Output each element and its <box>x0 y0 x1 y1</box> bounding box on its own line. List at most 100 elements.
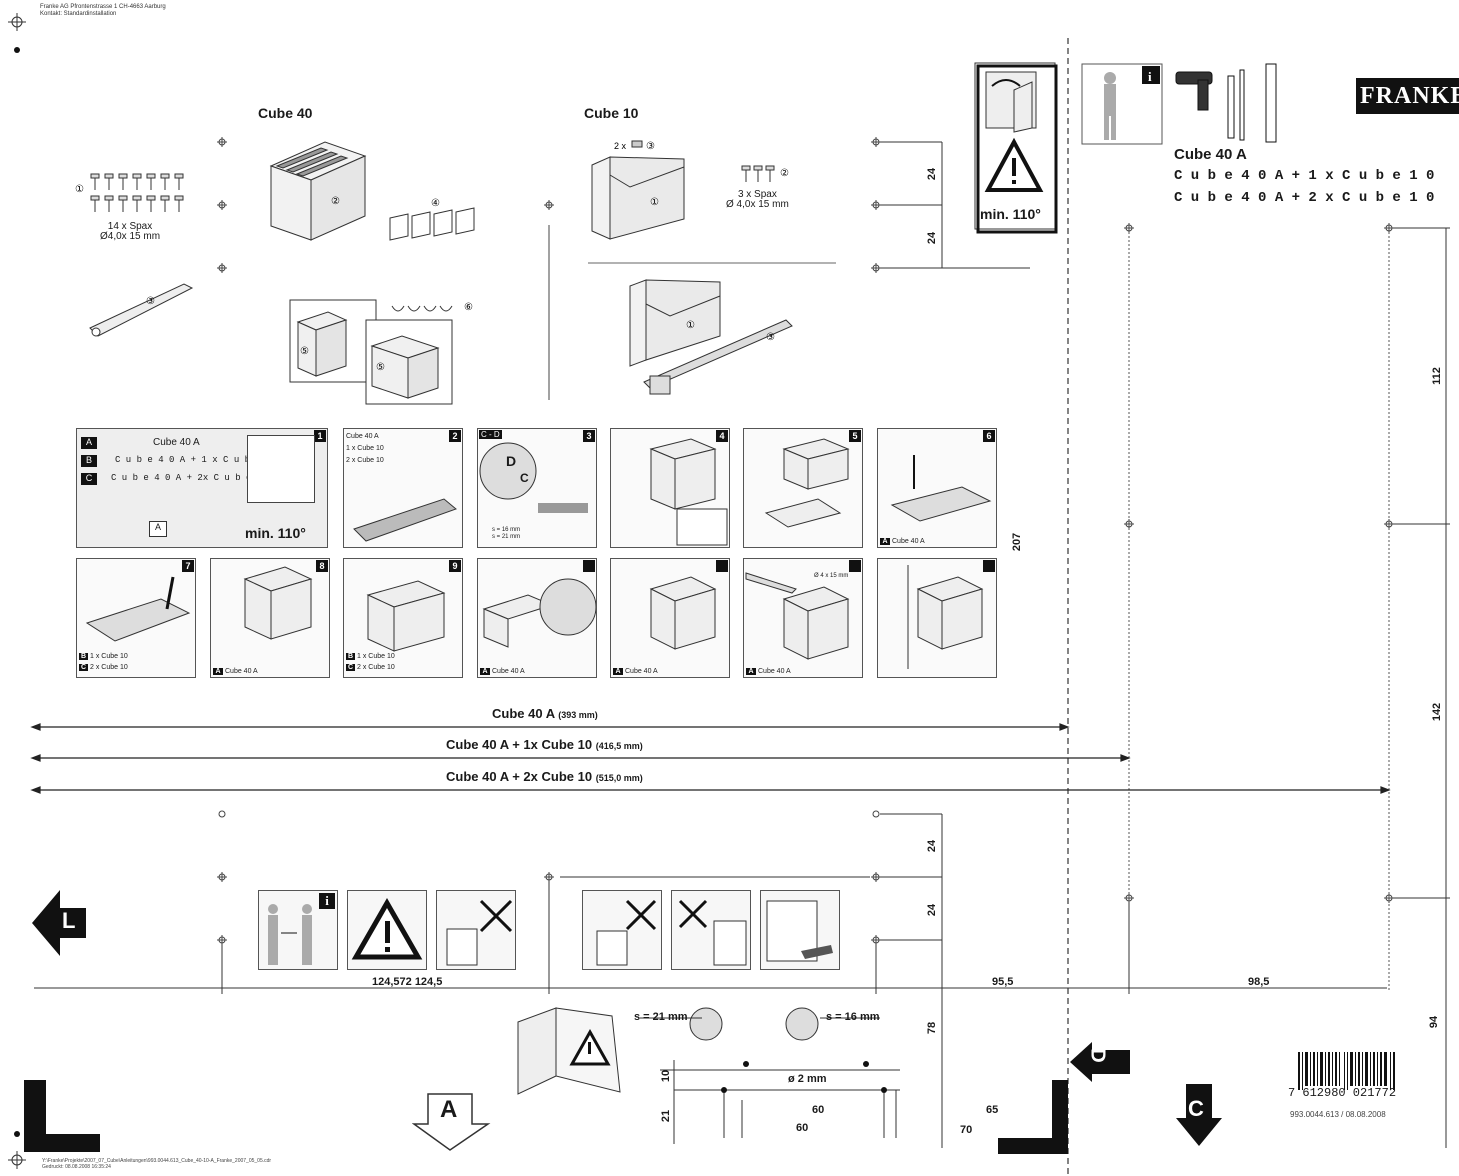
dim-bottom-95: 95,5 <box>992 976 1014 988</box>
step-number-8: 8 <box>316 560 328 572</box>
dim-right-94: 94 <box>1428 1015 1441 1029</box>
step-number-5: 5 <box>849 430 861 442</box>
footer-path-line1: Y:\Franke\Projekte\2007_07_Cube\Anleitun… <box>42 1158 272 1164</box>
detail-60b: 60 <box>796 1122 809 1134</box>
panel7-tag-c: 2 x Cube 10 <box>90 664 128 671</box>
step-panel-7: 7 B 1 x Cube 10 C 2 x Cube 10 <box>76 558 196 678</box>
door-angle-label: min. 110° <box>980 206 1041 222</box>
warning-triangle-icon <box>347 890 427 970</box>
footer-path: Y:\Franke\Projekte\2007_07_Cube\Anleitun… <box>42 1158 271 1170</box>
cube40-bin-illustration: ② <box>269 141 367 241</box>
panel12-screw: Ø 4 x 15 mm <box>814 573 849 579</box>
no-bin-cleaning-icon <box>436 890 516 970</box>
panel1-pointer-a: A <box>149 521 167 537</box>
screws-a-label: 14 x Spax <box>107 221 153 232</box>
side-arrow-d-icon <box>1070 1042 1130 1082</box>
svg-text:⑥: ⑥ <box>464 302 473 313</box>
panel2-row-c: 2 x Cube 10 <box>346 457 384 464</box>
step-panel-2: 2 Cube 40 A 1 x Cube 10 2 x Cube 10 <box>343 428 463 548</box>
screws-b-label: 3 x Spax <box>737 189 777 200</box>
panel9-tag-c: 2 x Cube 10 <box>357 664 395 671</box>
left-arrow-letter: L <box>62 908 76 933</box>
width-label-2-name: Cube 40 A + 1x Cube 10 <box>446 737 593 752</box>
detail-s16: s = 16 mm <box>826 1011 880 1023</box>
bracket-illustration: ③ <box>89 283 194 337</box>
width-label-1-value: (393 mm) <box>558 710 598 720</box>
franke-logo: FRANKE <box>1356 78 1459 114</box>
step-number-7: 7 <box>182 560 194 572</box>
detail-s21: s = 21 mm <box>634 1011 688 1023</box>
detail-d2: ø 2 mm <box>788 1073 827 1085</box>
step-number-1: 1 <box>314 430 326 442</box>
step-panel-3: 3 C - D D C s = 16 mm s = 21 mm <box>477 428 597 548</box>
svg-text:①: ① <box>686 320 695 331</box>
detail-21: 21 <box>660 1109 673 1123</box>
svg-text:①: ① <box>650 197 659 208</box>
dim-bottom-98: 98,5 <box>1248 976 1270 988</box>
detail-10: 10 <box>660 1069 673 1083</box>
dim-right-142: 142 <box>1431 702 1444 722</box>
panel3-note1: s = 16 mm <box>492 527 521 533</box>
width-label-3: Cube 40 A + 2x Cube 10 (515,0 mm) <box>446 769 643 784</box>
svg-text:i: i <box>1148 69 1152 84</box>
left-arrow-l-icon <box>32 890 86 956</box>
hinge-detail-drawing <box>640 1007 900 1144</box>
no-liquid-icon <box>582 890 662 970</box>
step-number-6: 6 <box>983 430 995 442</box>
symbol-two-persons: i <box>258 890 338 970</box>
width-label-3-value: (515,0 mm) <box>595 773 643 783</box>
panel3-note2: s = 21 mm <box>492 534 521 540</box>
clip-count: 2 x <box>614 141 627 151</box>
panel11-tag: Cube 40 A <box>625 668 658 675</box>
down-arrow-a-icon <box>412 1093 491 1151</box>
dim-lower-24a: 24 <box>926 839 939 853</box>
panel7-tag-b: 1 x Cube 10 <box>90 653 128 660</box>
file-info: Franke AG Pfrontenstrasse 1 CH-4663 Aarb… <box>40 4 166 18</box>
step-panel-1: 1 A B C Cube 40 A C u b e 4 0 A + 1 x C … <box>76 428 328 548</box>
document-reference: 993.0044.613 / 08.08.2008 <box>1290 1110 1386 1119</box>
side-arrow-d-letter: D <box>1086 1048 1109 1063</box>
panel1-row-c: C u b e 4 0 A + 2x C u b e 1 0 <box>111 473 274 483</box>
dim-right-112: 112 <box>1430 367 1443 385</box>
svg-text:②: ② <box>780 168 789 179</box>
panel1-angle: min. 110° <box>245 525 306 541</box>
width-label-3-name: Cube 40 A + 2x Cube 10 <box>446 769 593 784</box>
panel2-row-a: Cube 40 A <box>346 433 379 440</box>
dishwasher-icon <box>760 890 840 970</box>
svg-text:③: ③ <box>146 296 155 307</box>
step-number-4: 4 <box>716 430 728 442</box>
screws-b-caption: 3 x Spax Ø 4,0x 15 mm <box>726 190 789 210</box>
step-number-2: 2 <box>449 430 461 442</box>
svg-text:③: ③ <box>766 332 775 343</box>
dim-right-207: 207 <box>1011 532 1024 552</box>
step-panel-13 <box>877 558 997 678</box>
tools-info-panel: i <box>1081 63 1277 145</box>
row-letter-a: A <box>81 437 97 449</box>
panel9-tag-b: 1 x Cube 10 <box>357 653 395 660</box>
screws-b-size: Ø 4,0x 15 mm <box>726 199 789 210</box>
panel6-tag: Cube 40 A <box>892 538 925 545</box>
hinge-warning-illustration <box>517 1007 621 1095</box>
screws-a-size: Ø4,0x 15 mm <box>100 231 161 242</box>
panel1-row-b: C u b e 4 0 A + 1 x C u b e 1 0 <box>115 455 283 465</box>
dim-upper-24a: 24 <box>926 167 939 181</box>
cube10-title: Cube 10 <box>584 105 639 121</box>
down-arrow-a-letter: A <box>440 1096 458 1123</box>
screws-b-icon: ② <box>741 165 789 182</box>
step-panel-9: 9 B 1 x Cube 10 C 2 x Cube 10 <box>343 558 463 678</box>
panel1-row-a: Cube 40 A <box>153 437 200 448</box>
detail-65: 65 <box>986 1104 999 1116</box>
model-line-1: Cube 40 A <box>1174 146 1247 163</box>
file-info-line2: Kontakt: Standardinstallation <box>40 11 117 17</box>
step-number-9: 9 <box>449 560 461 572</box>
row-letter-c: C <box>81 473 97 485</box>
cube40-title: Cube 40 <box>258 105 313 121</box>
detail-60a: 60 <box>812 1104 825 1116</box>
panel12-tag: Cube 40 A <box>758 668 791 675</box>
detail-70: 70 <box>960 1124 973 1136</box>
